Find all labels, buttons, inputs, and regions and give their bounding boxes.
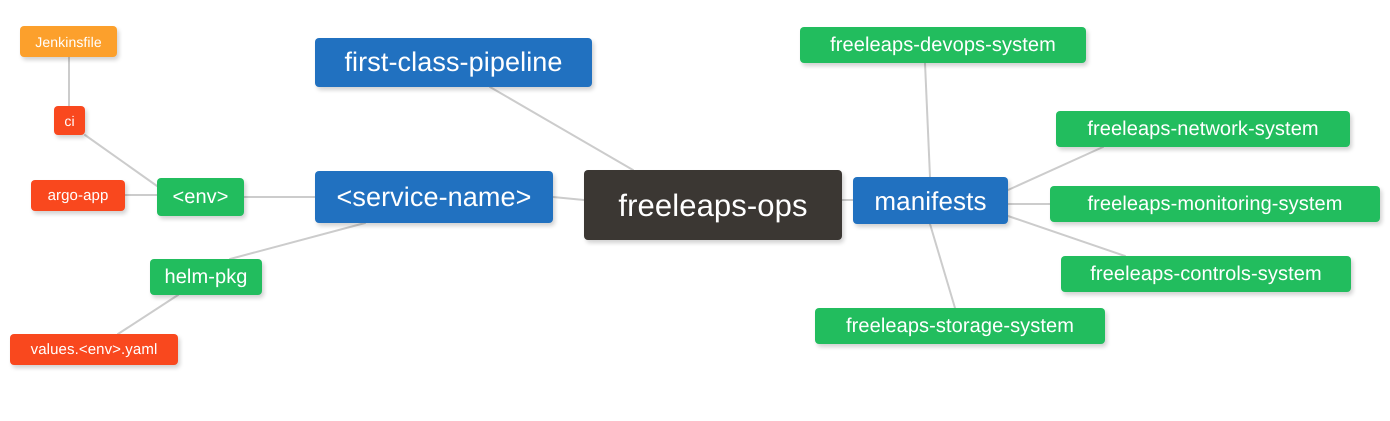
node-freeleaps-ops[interactable]: freeleaps-ops: [584, 170, 842, 240]
edge-freeleaps-ops-to-first-class-pipeline: [489, 86, 634, 171]
edge-manifests-to-freeleaps-network-system: [1007, 146, 1104, 191]
node-label: first-class-pipeline: [344, 47, 563, 77]
node-ci[interactable]: ci: [54, 106, 85, 135]
node-label: freeleaps-storage-system: [845, 315, 1075, 337]
node-label: freeleaps-controls-system: [1090, 263, 1322, 285]
node-label: manifests: [874, 185, 987, 216]
node-helm-pkg[interactable]: helm-pkg: [150, 259, 262, 295]
edge-manifests-to-freeleaps-devops-system: [924, 62, 931, 178]
edge-service-name-to-helm-pkg: [229, 222, 366, 260]
node-label: ci: [64, 112, 75, 129]
node-label: values.<env>.yaml: [30, 341, 158, 358]
node-label: Jenkinsfile: [35, 33, 102, 50]
node-label: argo-app: [47, 187, 109, 204]
node-label: freeleaps-network-system: [1087, 118, 1319, 140]
node-freeleaps-storage-system[interactable]: freeleaps-storage-system: [815, 308, 1105, 344]
node-freeleaps-network-system[interactable]: freeleaps-network-system: [1056, 111, 1350, 147]
node-jenkinsfile[interactable]: Jenkinsfile: [20, 26, 117, 57]
node-env[interactable]: <env>: [157, 178, 244, 216]
node-freeleaps-devops-system[interactable]: freeleaps-devops-system: [800, 27, 1086, 63]
node-label: freeleaps-devops-system: [830, 34, 1056, 56]
node-argo-app[interactable]: argo-app: [31, 180, 125, 211]
edge-freeleaps-ops-to-service-name: [552, 196, 585, 201]
node-values-env-yaml[interactable]: values.<env>.yaml: [10, 334, 178, 365]
node-label: freeleaps-ops: [618, 187, 808, 223]
node-manifests[interactable]: manifests: [853, 177, 1008, 224]
node-first-class-pipeline[interactable]: first-class-pipeline: [315, 38, 592, 87]
edge-helm-pkg-to-values-env-yaml: [117, 294, 179, 335]
node-label: <service-name>: [336, 181, 532, 212]
node-label: helm-pkg: [164, 266, 248, 288]
node-label: <env>: [172, 186, 229, 208]
edge-env-to-ci: [84, 134, 158, 187]
node-freeleaps-controls-system[interactable]: freeleaps-controls-system: [1061, 256, 1351, 292]
node-freeleaps-monitoring-system[interactable]: freeleaps-monitoring-system: [1050, 186, 1380, 222]
node-label: freeleaps-monitoring-system: [1087, 193, 1343, 215]
node-service-name[interactable]: <service-name>: [315, 171, 553, 223]
edge-manifests-to-freeleaps-controls-system: [1007, 215, 1126, 257]
edge-manifests-to-freeleaps-storage-system: [929, 223, 956, 309]
